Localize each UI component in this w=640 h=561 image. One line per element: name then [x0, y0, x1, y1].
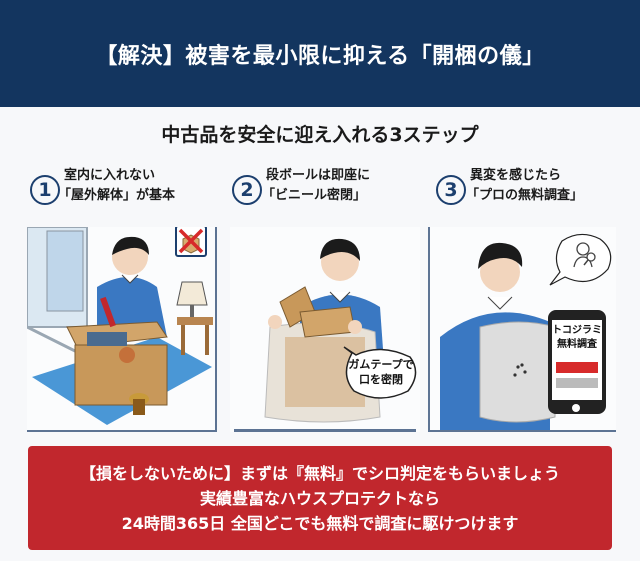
header-banner: 【解決】被害を最小限に抑える「開梱の儀」 — [0, 0, 640, 107]
step-3-line1: 異変を感じたら — [470, 168, 562, 183]
step-1-line1: 室内に入れない — [64, 168, 156, 183]
step-2-line2: 「ビニール密閉」 — [262, 188, 367, 203]
step-number-2: 2 — [232, 175, 262, 205]
man-with-bag-and-phone-illustration — [440, 233, 612, 430]
step-2-heading: 2 段ボールは即座に 「ビニール密閉」 — [232, 166, 370, 206]
inspector-magnifier-icon — [573, 242, 596, 268]
man-unpacking-box-illustration — [27, 227, 213, 425]
step-3-line2: 「プロの無料調査」 — [466, 188, 584, 203]
smartphone: トコジラミ 無料調査 — [548, 310, 606, 414]
illustration-step-2: ガムテープで 口を密閉 — [230, 227, 420, 432]
banner-line-1: 【損をしないために】まずは『無料』でシロ判定をもらいましょう — [79, 463, 560, 483]
bubble-text: ガムテープで 口を密閉 — [348, 358, 414, 386]
step-number-3: 3 — [436, 175, 466, 205]
phone-red-button — [556, 362, 598, 373]
speech-bubble-icon — [343, 346, 417, 399]
man-bagging-cardboard-illustration — [264, 238, 385, 423]
step-1-line2: 「屋外解体」が基本 — [58, 188, 176, 203]
panel-divider — [234, 429, 416, 432]
phone-gray-button — [556, 378, 598, 388]
step-3-heading: 3 異変を感じたら 「プロの無料調査」 — [436, 166, 583, 206]
cta-banner: 【損をしないために】まずは『無料』でシロ判定をもらいましょう 実績豊富なハウスプ… — [28, 446, 612, 550]
illustration-step-3: トコジラミ 無料調査 — [428, 227, 616, 432]
step-1-heading: 1 室内に入れない 「屋外解体」が基本 — [30, 166, 175, 206]
page-title: 【解決】被害を最小限に抑える「開梱の儀」 — [95, 43, 545, 69]
no-box-indoors-icon — [175, 227, 207, 257]
phone-screen-text: トコジラミ 無料調査 — [552, 325, 602, 350]
section-subtitle: 中古品を安全に迎え入れる3ステップ — [161, 124, 479, 146]
banner-line-3: 24時間365日 全国どこでも無料で調査に駆けつけます — [121, 513, 519, 533]
illustration-step-1 — [27, 227, 217, 432]
banner-line-2: 実績豊富なハウスプロテクトなら — [199, 488, 440, 508]
step-2-line1: 段ボールは即座に — [266, 168, 371, 183]
step-number-1: 1 — [30, 175, 60, 205]
